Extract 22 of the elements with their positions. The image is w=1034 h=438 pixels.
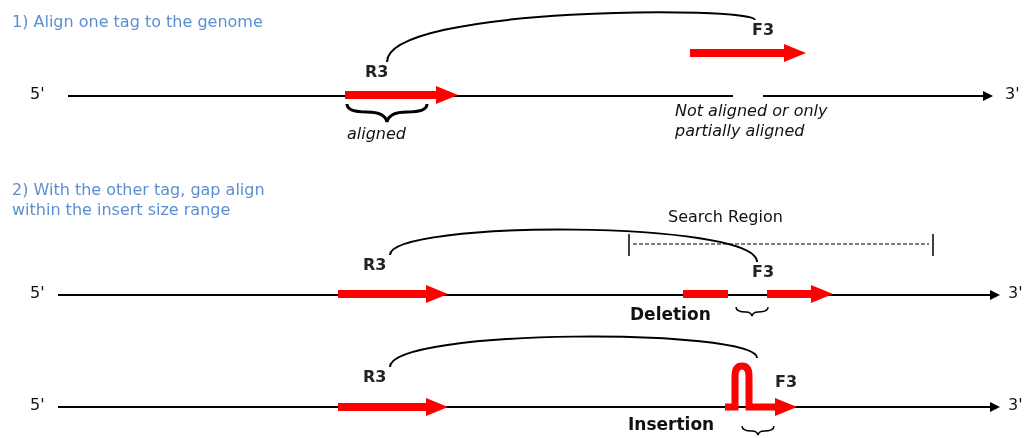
connector-arc [389, 335, 758, 368]
strand-end-label: 3' [1005, 84, 1020, 104]
tag-label: R3 [365, 62, 389, 82]
strand-end-label: 5' [30, 283, 45, 303]
annotation: Insertion [628, 414, 715, 434]
annotation: aligned [347, 124, 406, 144]
tag-label: F3 [775, 372, 798, 392]
strand-end-label: 5' [30, 84, 45, 104]
annotation: Search Region [668, 207, 783, 227]
annotation: Deletion [630, 304, 711, 324]
strand-end-label: 3' [1008, 283, 1023, 303]
connector-arc [386, 11, 756, 63]
tag-label: F3 [752, 20, 775, 40]
connector-arc [389, 228, 758, 263]
strand-end-label: 5' [30, 395, 45, 415]
strand-end-label: 3' [1008, 395, 1023, 415]
section-heading: 2) With the other tag, gap align within the insert size range [12, 180, 266, 220]
annotation: Not aligned or only partially aligned [675, 101, 829, 141]
tag-label: R3 [363, 367, 387, 387]
section-heading: 1) Align one tag to the genome [12, 12, 263, 32]
tag-label: F3 [752, 262, 775, 282]
tag-label: R3 [363, 255, 387, 275]
